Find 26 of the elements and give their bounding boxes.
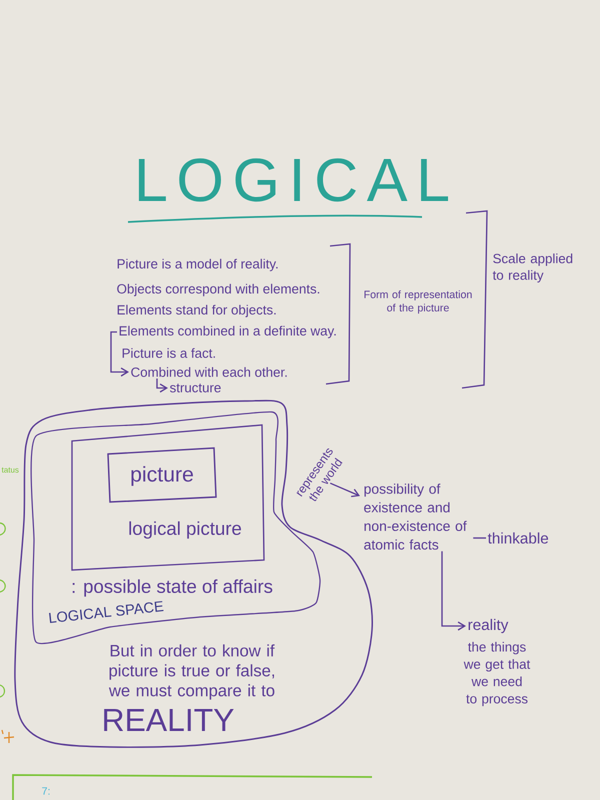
heading-text: LOGICAL SPACE <box>49 601 164 623</box>
note-text: 7: <box>42 787 50 795</box>
box-label: logical picture <box>129 521 241 539</box>
note-text: : possible state of affairs <box>72 579 272 597</box>
bracket-label: Scale applied to reality <box>492 254 572 282</box>
arrow <box>330 482 360 498</box>
picture-box: picture <box>107 447 217 503</box>
note-text: But in order to know if picture is true or false, we must compare it to <box>108 644 275 700</box>
title: LOGICAL <box>138 158 448 202</box>
arrow <box>156 378 168 393</box>
heading-text: REALITY <box>104 709 234 731</box>
bracket-label: Form of representation of the picture <box>364 290 472 314</box>
note-text: Elements stand for objects. <box>118 304 276 318</box>
note-text: reality <box>468 618 508 634</box>
note-text: Elements combined in a definite way. <box>120 326 336 338</box>
note-text: the things we get that we need to process <box>464 642 530 706</box>
arrow <box>110 331 129 377</box>
arrow <box>441 551 466 631</box>
connector-line <box>473 537 486 539</box>
note-text: Objects correspond with elements. <box>117 284 320 296</box>
note-text: Picture is a model of reality. <box>118 258 278 272</box>
note-text: structure <box>170 384 221 392</box>
note-text: possibility of existence and non-existence of atomic facts <box>364 484 467 550</box>
note-text: Picture is a fact. <box>122 348 215 358</box>
note-text: Combined with each other. <box>131 367 287 377</box>
note-text: thinkable <box>488 532 548 544</box>
